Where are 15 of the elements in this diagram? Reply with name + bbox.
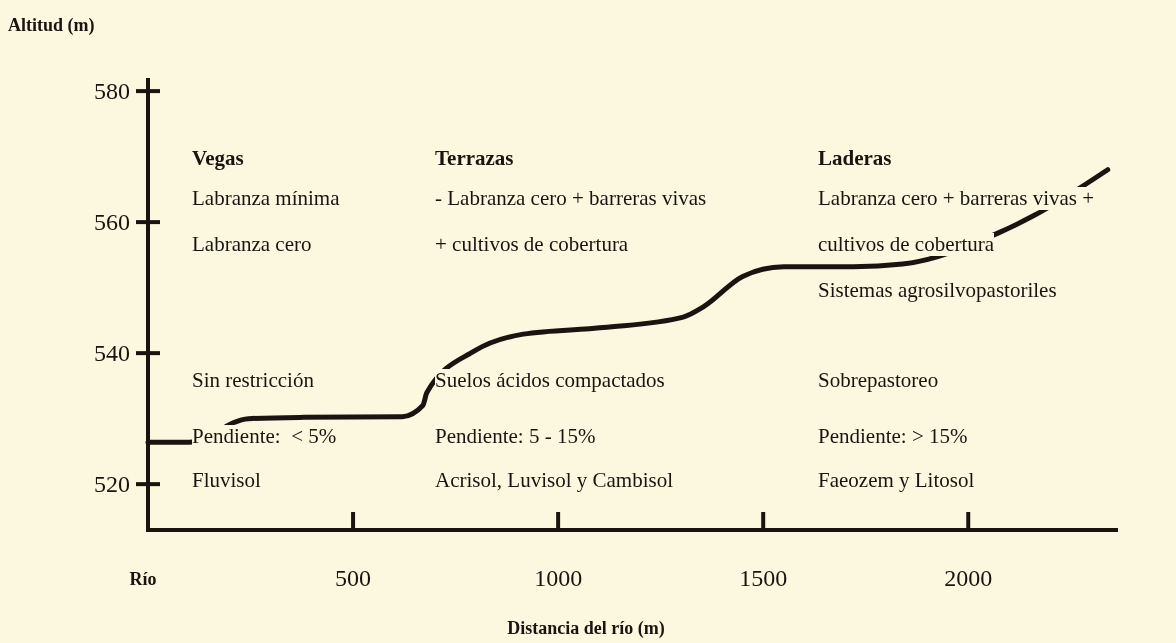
axis-tick-label: 540 [94, 341, 130, 366]
axis-tick-label: 520 [94, 472, 130, 497]
axis-tick-label: Río [129, 570, 157, 588]
axis-tick-label: 1500 [739, 566, 788, 590]
annotation-text: cultivos de cobertura [818, 233, 995, 256]
axis-tick-label: 500 [335, 566, 372, 590]
axis-tick-label: 1000 [534, 566, 583, 590]
axis-title: Altitud (m) [8, 16, 95, 34]
axis-tick-label: 2000 [944, 566, 993, 590]
axis-title: Distancia del río (m) [507, 619, 665, 637]
annotation-text: Suelos ácidos compactados [435, 369, 665, 392]
axis-tick-label: 560 [94, 210, 130, 235]
axis-tick-label: 580 [94, 79, 130, 104]
annotation-text: Pendiente: < 5% [192, 425, 337, 448]
annotation-text: Labranza cero + barreras vivas + [818, 187, 1095, 210]
